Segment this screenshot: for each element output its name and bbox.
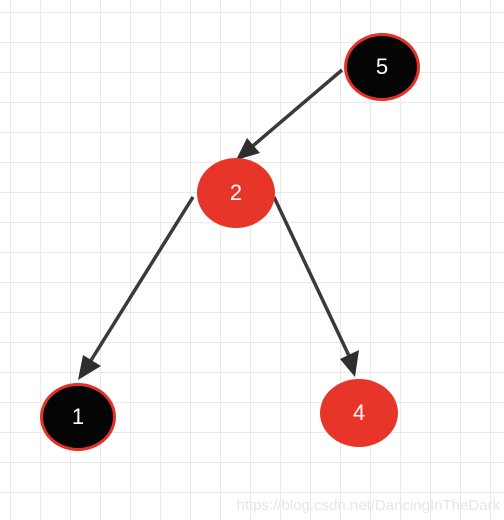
node-label: 5: [375, 54, 389, 79]
edge-2-to-1: [88, 196, 195, 363]
tree-node-5: 5: [344, 33, 420, 101]
tree-node-1: 1: [40, 383, 116, 451]
arrowhead-2-to-1: [78, 355, 101, 380]
node-label: 1: [71, 404, 85, 429]
arrowhead-5-to-2: [236, 138, 260, 160]
tree-node-4: 4: [320, 379, 398, 447]
edge-5-to-2: [246, 68, 344, 152]
node-label: 2: [229, 180, 243, 205]
arrowhead-2-to-4: [340, 350, 359, 377]
node-label: 4: [352, 400, 366, 425]
watermark-text: https://blog.csdn.net/DancingInTheDark: [236, 497, 500, 514]
tree-node-2: 2: [197, 158, 275, 228]
edge-2-to-4: [272, 196, 352, 359]
